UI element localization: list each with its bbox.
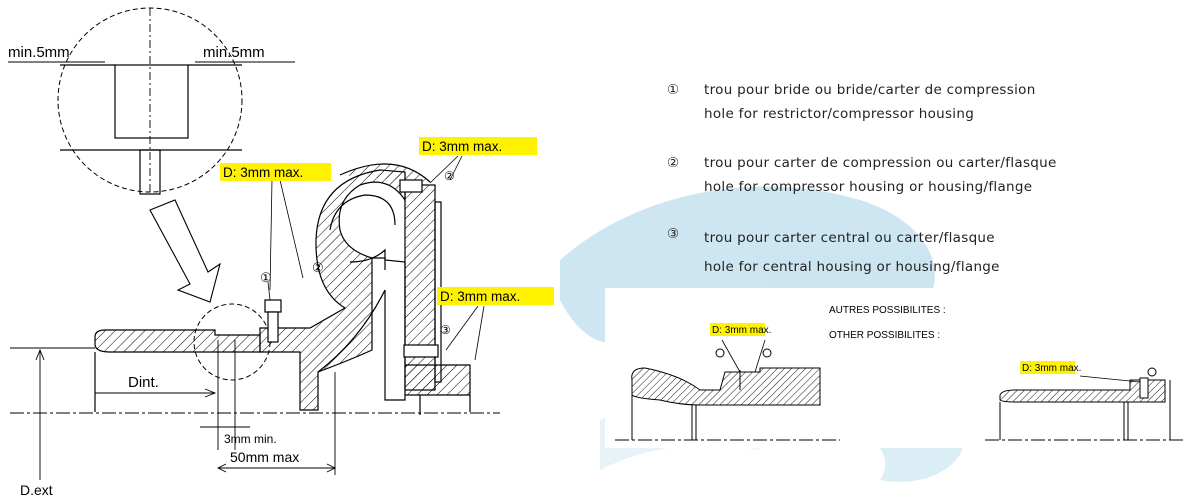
legend-item-3: ③ trou pour carter central ou carter/fla…: [667, 226, 1000, 275]
svg-text:trou pour bride ou bride/carte: trou pour bride ou bride/carter de compr…: [704, 82, 1036, 98]
legend-item-1: ① trou pour bride ou bride/carter de com…: [667, 82, 1036, 122]
svg-text:hole for restrictor/compressor: hole for restrictor/compressor housing: [704, 106, 974, 122]
marker-2: ②: [312, 260, 324, 275]
other-callout-1-bg: [710, 323, 765, 336]
callout-a-bg: [220, 163, 331, 181]
svg-text:hole for compressor housing or: hole for compressor housing or housing/f…: [704, 179, 1032, 195]
min-right-label: min.5mm: [203, 44, 265, 61]
callout-a: D: 3mm max.: [223, 165, 303, 180]
svg-text:②: ②: [667, 155, 679, 171]
max50-label: 50mm max: [230, 449, 299, 465]
callout-b-bg: [419, 137, 537, 155]
callout-b: D: 3mm max.: [422, 139, 502, 154]
other-callout-1: D: 3mm max.: [712, 325, 771, 336]
svg-text:hole for central housing or ho: hole for central housing or housing/flan…: [704, 259, 1000, 275]
dint-label: Dint.: [128, 374, 159, 391]
marker-2b: ②: [444, 169, 455, 183]
dext-label: D.ext: [20, 482, 53, 498]
other-option-1-drawing: [615, 339, 840, 441]
other-title-fr: AUTRES POSSIBILITES :: [829, 305, 946, 316]
min3-label: 3mm min.: [224, 432, 277, 446]
zoom-arrow: [149, 199, 221, 303]
legend-item-2: ② trou pour carter de compression ou car…: [667, 155, 1057, 195]
callout-c: D: 3mm max.: [440, 289, 520, 304]
svg-text:③: ③: [667, 226, 679, 242]
min-left-label: min.5mm: [8, 44, 70, 61]
other-possibilities-panel: AUTRES POSSIBILITES : OTHER POSSIBILITES…: [605, 288, 1185, 448]
legend: ① trou pour bride ou bride/carter de com…: [667, 82, 1057, 275]
main-cross-section: [8, 7, 500, 480]
svg-text:trou pour carter de compressio: trou pour carter de compression ou carte…: [704, 155, 1057, 171]
detail-magnifier: [8, 7, 295, 195]
other-option-2-drawing: [985, 367, 1185, 441]
svg-text:①: ①: [667, 82, 679, 98]
marker-1: ①: [260, 270, 272, 285]
marker-3: ③: [440, 323, 451, 337]
other-callout-2: D: 3mm max.: [1022, 363, 1081, 374]
other-callout-2-bg: [1020, 361, 1075, 374]
other-title-en: OTHER POSSIBILITES :: [829, 330, 940, 341]
svg-text:trou pour carter central ou ca: trou pour carter central ou carter/flasq…: [704, 230, 995, 246]
callout-c-bg: [437, 287, 554, 305]
